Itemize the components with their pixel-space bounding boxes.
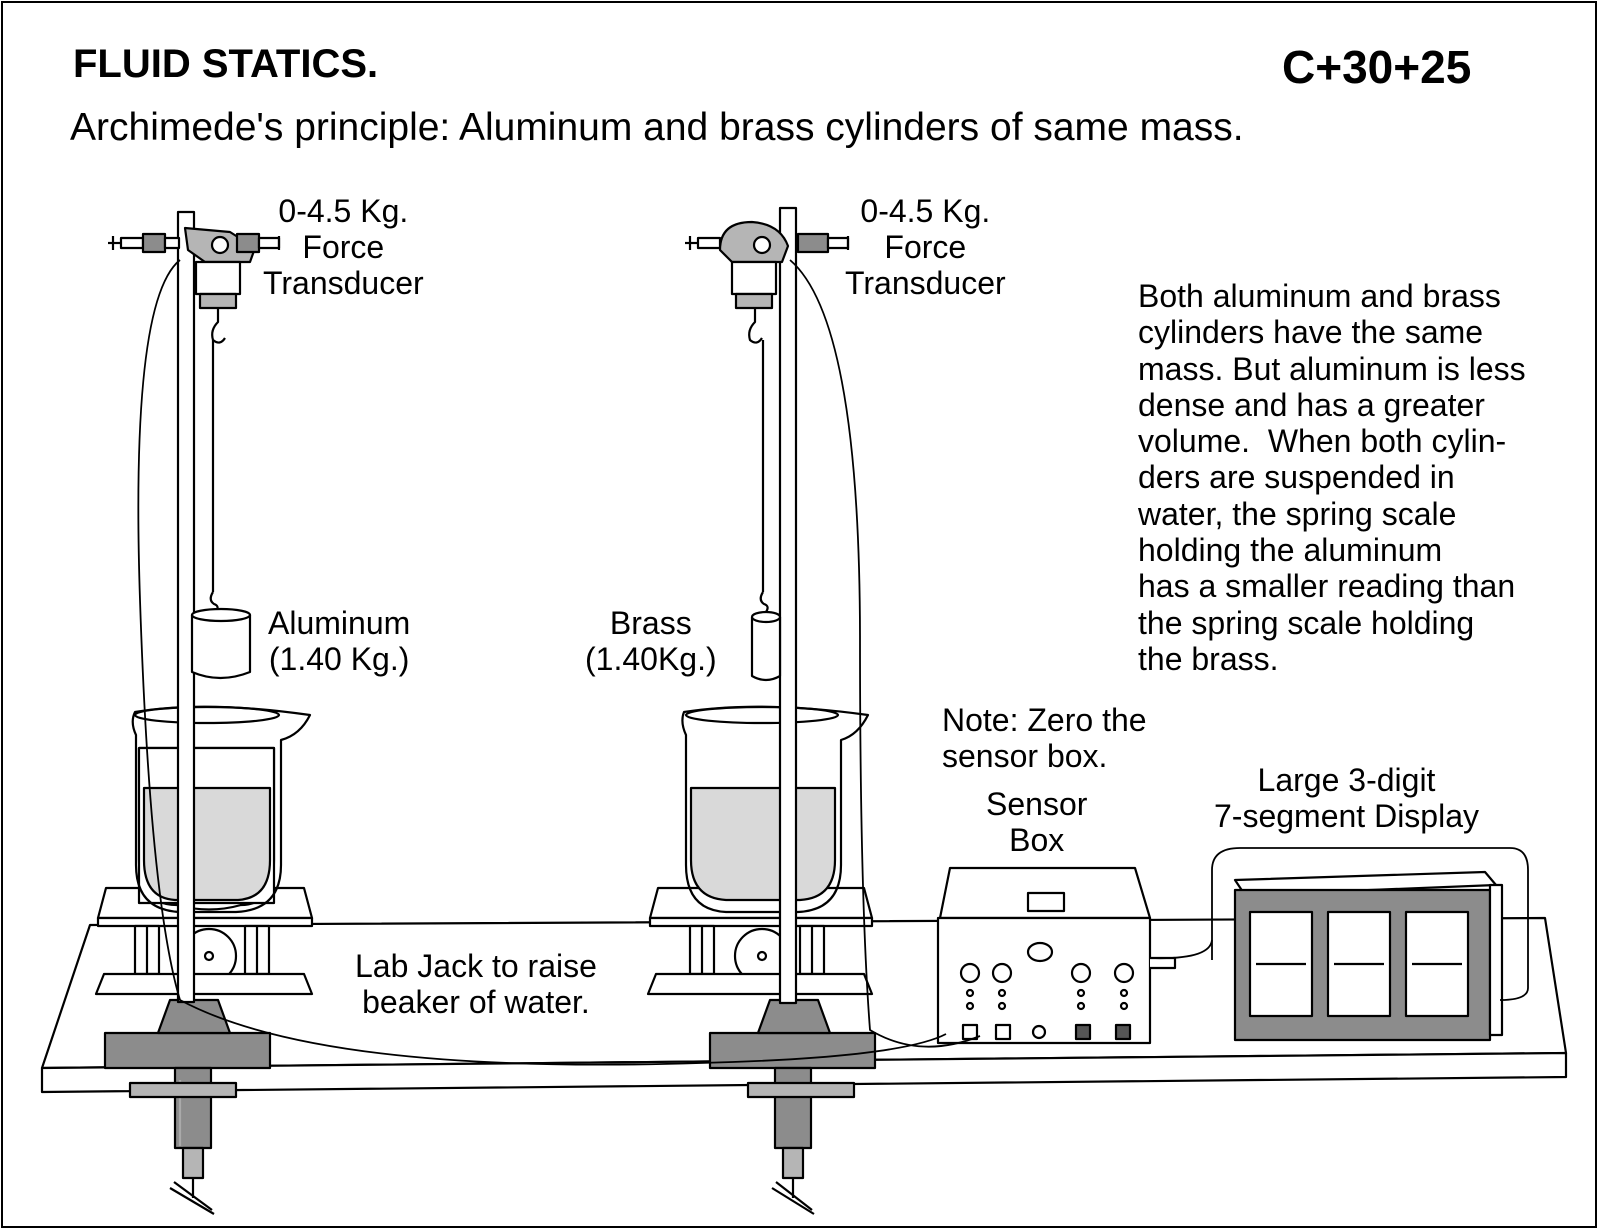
transducer-left: [108, 226, 281, 613]
aluminum-cylinder: [190, 607, 252, 680]
beaker-left: [131, 705, 312, 914]
label-note: Note: Zero the sensor box.: [942, 702, 1147, 774]
label-sensor-box: Sensor Box: [986, 786, 1088, 858]
figure-code: C+30+25: [1282, 41, 1472, 93]
page-title: FLUID STATICS.: [73, 42, 379, 86]
wires: [137, 259, 1529, 1066]
label-transducer-left: 0-4.5 Kg. Force Transducer: [263, 193, 424, 301]
beaker-right: [681, 705, 870, 914]
explanation-text: Both aluminum and brass cylinders have t…: [1138, 278, 1526, 677]
label-display: Large 3-digit 7-segment Display: [1214, 762, 1479, 834]
seven-segment-display: [1233, 870, 1504, 1042]
label-lab-jack: Lab Jack to raise beaker of water.: [355, 948, 597, 1020]
label-brass: Brass (1.40Kg.): [585, 605, 717, 677]
ring-stand-right: [708, 206, 877, 1215]
label-aluminum: Aluminum (1.40 Kg.): [268, 605, 411, 677]
label-transducer-right: 0-4.5 Kg. Force Transducer: [845, 193, 1006, 301]
sensor-box: [936, 866, 1177, 1045]
transducer-right: [685, 220, 850, 613]
brass-cylinder: [750, 610, 782, 682]
figure-subtitle: Archimede's principle: Aluminum and bras…: [70, 106, 1244, 149]
ring-stand-left: [103, 210, 272, 1215]
